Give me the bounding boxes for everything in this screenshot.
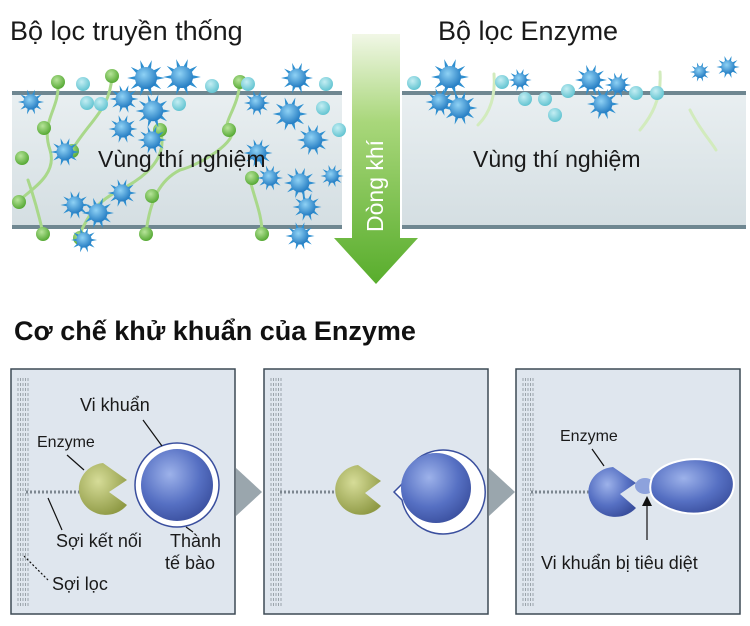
pointer-bacteria [142,419,163,447]
virus-particle [70,227,98,253]
virus-particle [281,62,313,94]
virus-particle [292,193,322,221]
virus-particle [163,59,201,95]
label-linker-fiber: Sợi kết nối [56,531,142,551]
label-destroyed-bacteria: Vi khuẩn bị tiêu diệt [541,553,698,573]
airflow-label: Dòng khí [362,139,388,232]
label-cell-wall-1: Thành [170,531,221,551]
virus-particle [109,85,139,113]
left-cyan-dots [76,77,346,137]
virus-particle [320,164,344,188]
virus-particle [716,55,740,79]
virus-particle [285,222,315,250]
virus-particle [587,88,619,120]
right-test-zone-label: Vùng thí nghiệm [473,146,641,172]
step-arrow-2 [489,468,515,516]
virus-particle [135,94,171,128]
virus-particle [425,88,455,116]
virus-particle [137,126,167,154]
pointer-linker-fiber [47,497,63,531]
virus-particle [256,165,284,191]
label-enzyme-1: Enzyme [37,434,95,451]
label-cell-wall-2: tế bào [165,553,215,573]
virus-particle [284,167,316,199]
label-enzyme-3: Enzyme [560,428,618,445]
virus-particle [127,60,165,96]
pointer-destroyed-head [642,496,652,506]
right-enzyme-strands [476,70,718,152]
virus-particle [431,59,469,95]
panel2-enzyme-pacman [335,465,381,515]
mechanism-heading: Cơ chế khử khuẩn của Enzyme [14,316,416,346]
virus-particle [243,139,273,167]
virus-particle [82,197,114,229]
airflow-arrow: Dòng khí [334,34,418,284]
virus-particle [689,62,711,82]
pointer-enzyme-3 [591,448,605,467]
panel2-bacteria [401,453,471,523]
panel3-enzyme-pacman [588,467,636,517]
label-filter-fiber: Sợi lọc [52,574,108,594]
virus-particle [272,97,308,131]
virus-particle [108,115,138,143]
left-test-zone-label: Vùng thí nghiệm [98,146,266,172]
pointer-cell-wall [185,526,194,533]
virus-particle [243,90,271,116]
virus-particle [297,124,329,156]
virus-particle [50,138,80,166]
traditional-filter-title: Bộ lọc truyền thống [10,16,243,46]
right-cyan-dots [407,75,664,122]
virus-particles [17,55,740,253]
label-bacteria: Vi khuẩn [80,395,150,415]
panel1-bacteria [141,449,213,521]
virus-particle [60,191,90,219]
virus-particle [17,89,45,115]
virus-particle [107,179,137,207]
pointer-filter-fiber [23,555,49,581]
enzyme-filter-title: Bộ lọc Enzyme [438,16,618,46]
filter-fibers [17,378,534,606]
step-arrow-1 [236,468,262,516]
virus-particle [442,91,478,125]
panel3-destroyed-bacteria [649,458,735,515]
virus-particle [575,64,607,96]
panel1-enzyme-pacman [78,463,127,515]
pointer-enzyme-1 [66,454,85,471]
virus-particle [604,72,632,98]
left-green-dots [12,69,269,245]
virus-particle [508,68,532,92]
